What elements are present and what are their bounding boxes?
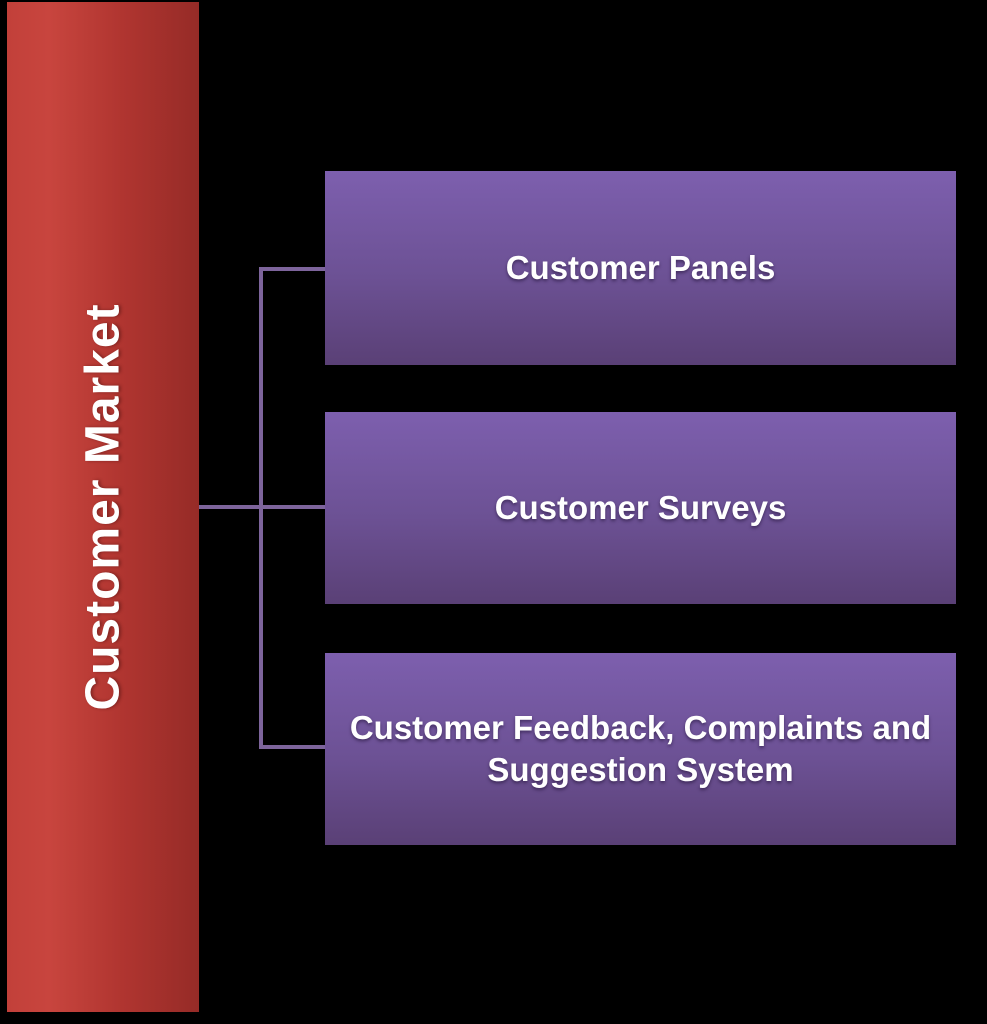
child-node-customer-panels: Customer Panels [325, 171, 956, 365]
connector-vertical-spine [259, 267, 263, 749]
child-node-label: Customer Feedback, Complaints and Sugges… [349, 708, 932, 788]
connector-branch-top [261, 267, 325, 271]
child-node-customer-surveys: Customer Surveys [325, 412, 956, 604]
connector-branch-bottom [261, 745, 325, 749]
child-node-label: Customer Surveys [494, 488, 787, 526]
root-node-label: Customer Market [76, 303, 130, 711]
child-node-customer-feedback-system: Customer Feedback, Complaints and Sugges… [325, 653, 956, 845]
child-node-label: Customer Panels [505, 248, 776, 286]
root-node-customer-market: Customer Market [7, 2, 199, 1012]
